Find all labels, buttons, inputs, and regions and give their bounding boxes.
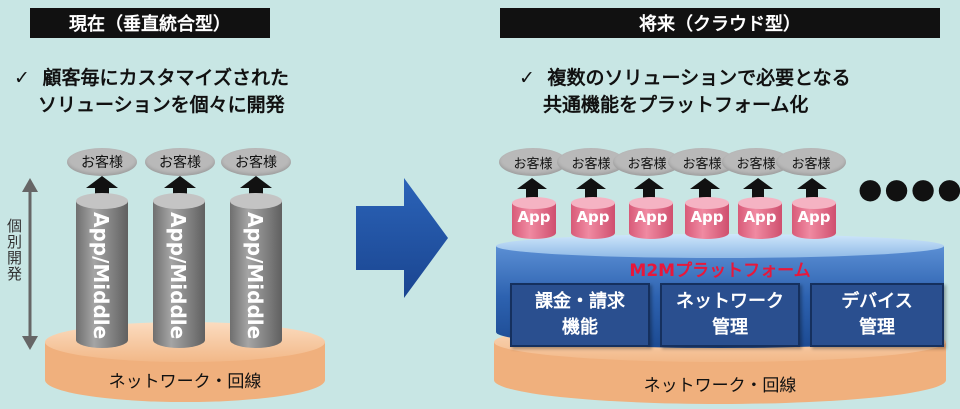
app-cylinder — [738, 197, 782, 239]
left-description-line1: 顧客毎にカスタマイズされた — [42, 67, 289, 89]
customer-bubble: お客様 — [668, 148, 736, 176]
left-title: 現在（垂直統合型） — [30, 8, 270, 38]
right-description-line1: 複数のソリューションで必要となる — [547, 67, 851, 89]
right-description: ✓ 複数のソリューションで必要となる 共通機能をプラットフォーム化 — [519, 65, 939, 119]
right-title: 将来（クラウド型） — [500, 8, 940, 38]
up-arrow-icon — [797, 178, 827, 200]
customer-bubble: お客様 — [499, 148, 567, 176]
customer-bubble: お客様 — [145, 148, 215, 176]
function-line1: ネットワーク — [676, 291, 784, 312]
up-arrow-icon — [690, 178, 720, 200]
function-line1: デバイス — [841, 291, 913, 312]
app-label: App — [797, 208, 831, 226]
more-indicator: ●●●● — [858, 172, 960, 205]
app-cylinder — [629, 197, 673, 239]
app-cylinder — [512, 197, 556, 239]
transition-arrow-icon — [356, 178, 448, 298]
up-arrow-icon — [576, 178, 606, 200]
left-base-label: ネットワーク・回線 — [108, 372, 262, 392]
up-arrow-icon — [240, 176, 272, 200]
app-middle-cylinder — [230, 193, 282, 348]
function-line2: 管理 — [859, 317, 895, 338]
check-icon: ✓ — [14, 67, 30, 89]
customer-bubble: お客様 — [221, 148, 291, 176]
app-label: App — [690, 208, 724, 226]
up-arrow-icon — [743, 178, 773, 200]
cylinder-label: App/Middle — [243, 212, 267, 340]
app-cylinder — [685, 197, 729, 239]
app-middle-cylinder — [76, 193, 128, 348]
function-line2: 管理 — [712, 317, 748, 338]
left-description: ✓ 顧客毎にカスタマイズされた ソリューションを個々に開発 — [14, 65, 354, 119]
platform-label: M2Mプラットフォーム — [629, 261, 811, 281]
network-management-box: ネットワーク 管理 — [660, 283, 800, 347]
customer-bubble: お客様 — [722, 148, 790, 176]
app-cylinder — [571, 197, 615, 239]
app-label: App — [576, 208, 610, 226]
right-base-label: ネットワーク・回線 — [643, 376, 797, 396]
customer-bubble: お客様 — [776, 148, 846, 176]
function-line2: 機能 — [562, 317, 598, 338]
check-icon: ✓ — [519, 67, 535, 89]
left-title-text: 現在（垂直統合型） — [69, 14, 231, 35]
up-arrow-icon — [164, 176, 196, 200]
device-management-box: デバイス 管理 — [810, 283, 944, 347]
right-description-line2: 共通機能をプラットフォーム化 — [543, 94, 809, 116]
up-arrow-icon — [634, 178, 664, 200]
individual-development-label: 個別開発 — [5, 218, 23, 282]
app-label: App — [743, 208, 777, 226]
up-arrow-icon — [86, 176, 118, 200]
up-arrow-icon — [517, 178, 547, 200]
cylinder-label: App/Middle — [166, 212, 190, 340]
customer-bubble: お客様 — [67, 148, 137, 176]
cylinder-label: App/Middle — [89, 212, 113, 340]
function-line1: 課金・請求 — [535, 291, 625, 312]
billing-function-box: 課金・請求 機能 — [510, 283, 650, 347]
app-label: App — [517, 208, 551, 226]
app-cylinder — [792, 197, 836, 239]
app-label: App — [634, 208, 668, 226]
double-arrow-icon — [22, 178, 38, 350]
left-description-line2: ソリューションを個々に開発 — [38, 94, 285, 116]
app-middle-cylinder — [153, 193, 205, 348]
right-title-text: 将来（クラウド型） — [639, 14, 801, 35]
